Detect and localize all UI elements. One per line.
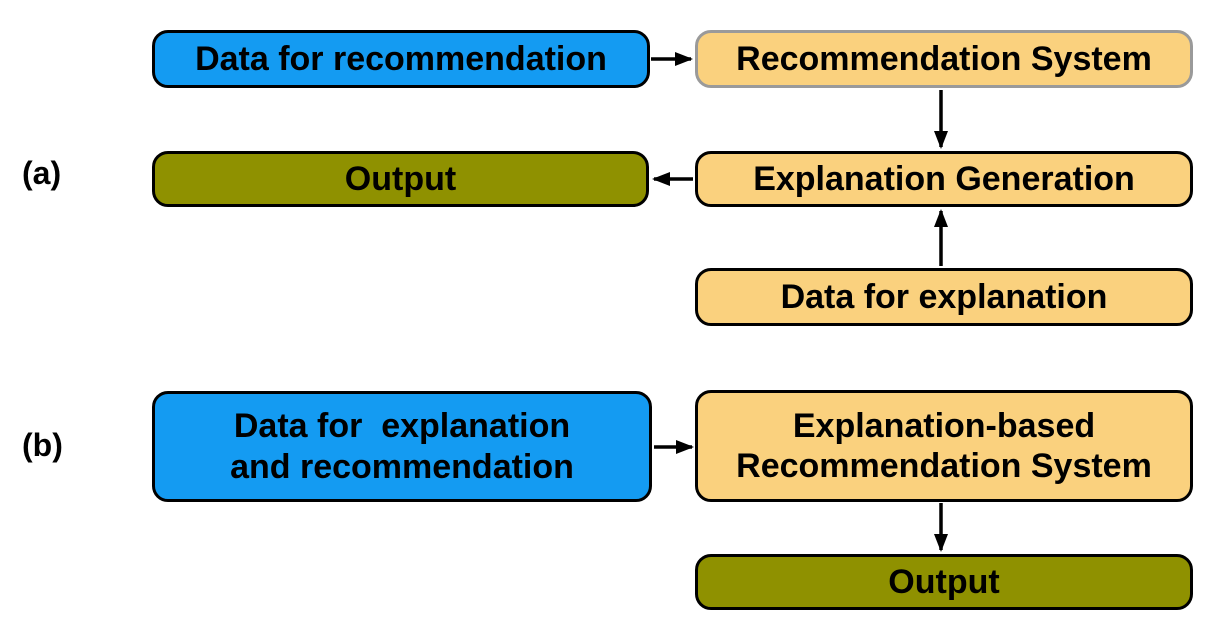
node-recommendation-system: Recommendation System [695,30,1193,88]
node-output-a: Output [152,151,649,207]
node-data-for-recommendation: Data for recommendation [152,30,650,88]
node-output-b-label: Output [888,562,1000,601]
node-data-for-explanation-and-recommendation-line2: and recommendation [230,447,574,486]
node-explanation-generation: Explanation Generation [695,151,1193,207]
node-recommendation-system-label: Recommendation System [736,39,1152,78]
node-explanation-generation-label: Explanation Generation [753,159,1135,198]
node-explanation-based-recommendation-system: Explanation-based Recommendation System [695,390,1193,502]
node-data-for-explanation-and-recommendation: Data for explanation and recommendation [152,391,652,502]
node-data-for-explanation: Data for explanation [695,268,1193,326]
section-a-label: (a) [22,155,62,191]
section-b-label: (b) [22,427,63,463]
node-explanation-based-recommendation-system-line2: Recommendation System [736,447,1152,485]
node-output-b: Output [695,554,1193,610]
node-data-for-explanation-and-recommendation-line1: Data for explanation [233,407,571,446]
node-output-a-label: Output [344,159,457,198]
node-data-for-explanation-label: Data for explanation [780,277,1108,316]
node-data-for-recommendation-label: Data for recommendation [195,39,607,78]
node-explanation-based-recommendation-system-line1: Explanation-based [792,406,1096,445]
